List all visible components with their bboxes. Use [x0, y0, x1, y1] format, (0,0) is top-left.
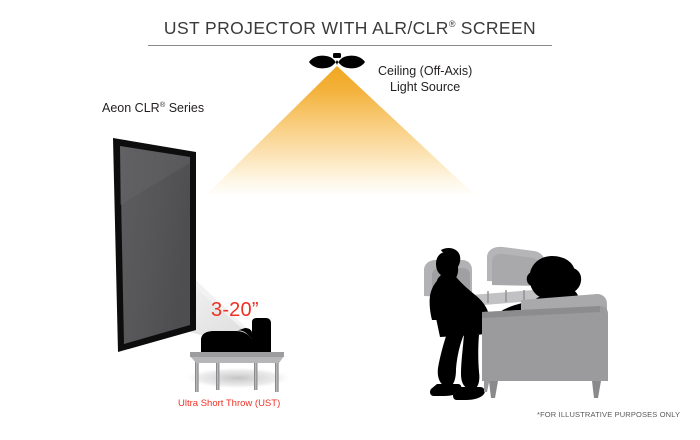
ceiling-light-label-line2: Light Source [390, 79, 461, 94]
projection-screen [113, 138, 196, 352]
registered-trademark-symbol: ® [448, 19, 456, 30]
ambient-light-cone [205, 66, 476, 196]
registered-trademark-symbol: ® [159, 100, 166, 109]
screen-product-series: Series [165, 101, 205, 116]
viewers-and-sofa [424, 246, 608, 400]
page-title-tail: SCREEN [455, 18, 537, 38]
page-title-main: UST PROJECTOR WITH ALR/CLR [163, 18, 449, 38]
screen-product-name: Aeon CLR [102, 101, 160, 116]
disclaimer-note: *FOR ILLUSTRATIVE PURPOSES ONLY [537, 410, 681, 419]
throw-distance-label: 3-20” [211, 299, 259, 321]
ceiling-light-label: Ceiling (Off-Axis)Light Source [378, 64, 472, 95]
screen-product-label: Aeon CLR® Series [102, 100, 204, 115]
viewer-silhouette-man [429, 248, 490, 400]
ust-projection-beam [140, 273, 262, 346]
ceiling-light-fixture [309, 53, 365, 69]
table-top [190, 352, 284, 363]
projector-table-group [183, 318, 293, 392]
title-divider [148, 45, 552, 46]
ceiling-light-label-line1: Ceiling (Off-Axis) [378, 64, 473, 78]
projector-type-label: Ultra Short Throw (UST) [178, 398, 281, 409]
page-title: UST PROJECTOR WITH ALR/CLR® SCREEN [0, 18, 700, 39]
sofa-legs [484, 378, 601, 398]
table-legs [195, 361, 279, 392]
sofa-body [482, 306, 608, 381]
ust-projector [201, 318, 271, 352]
